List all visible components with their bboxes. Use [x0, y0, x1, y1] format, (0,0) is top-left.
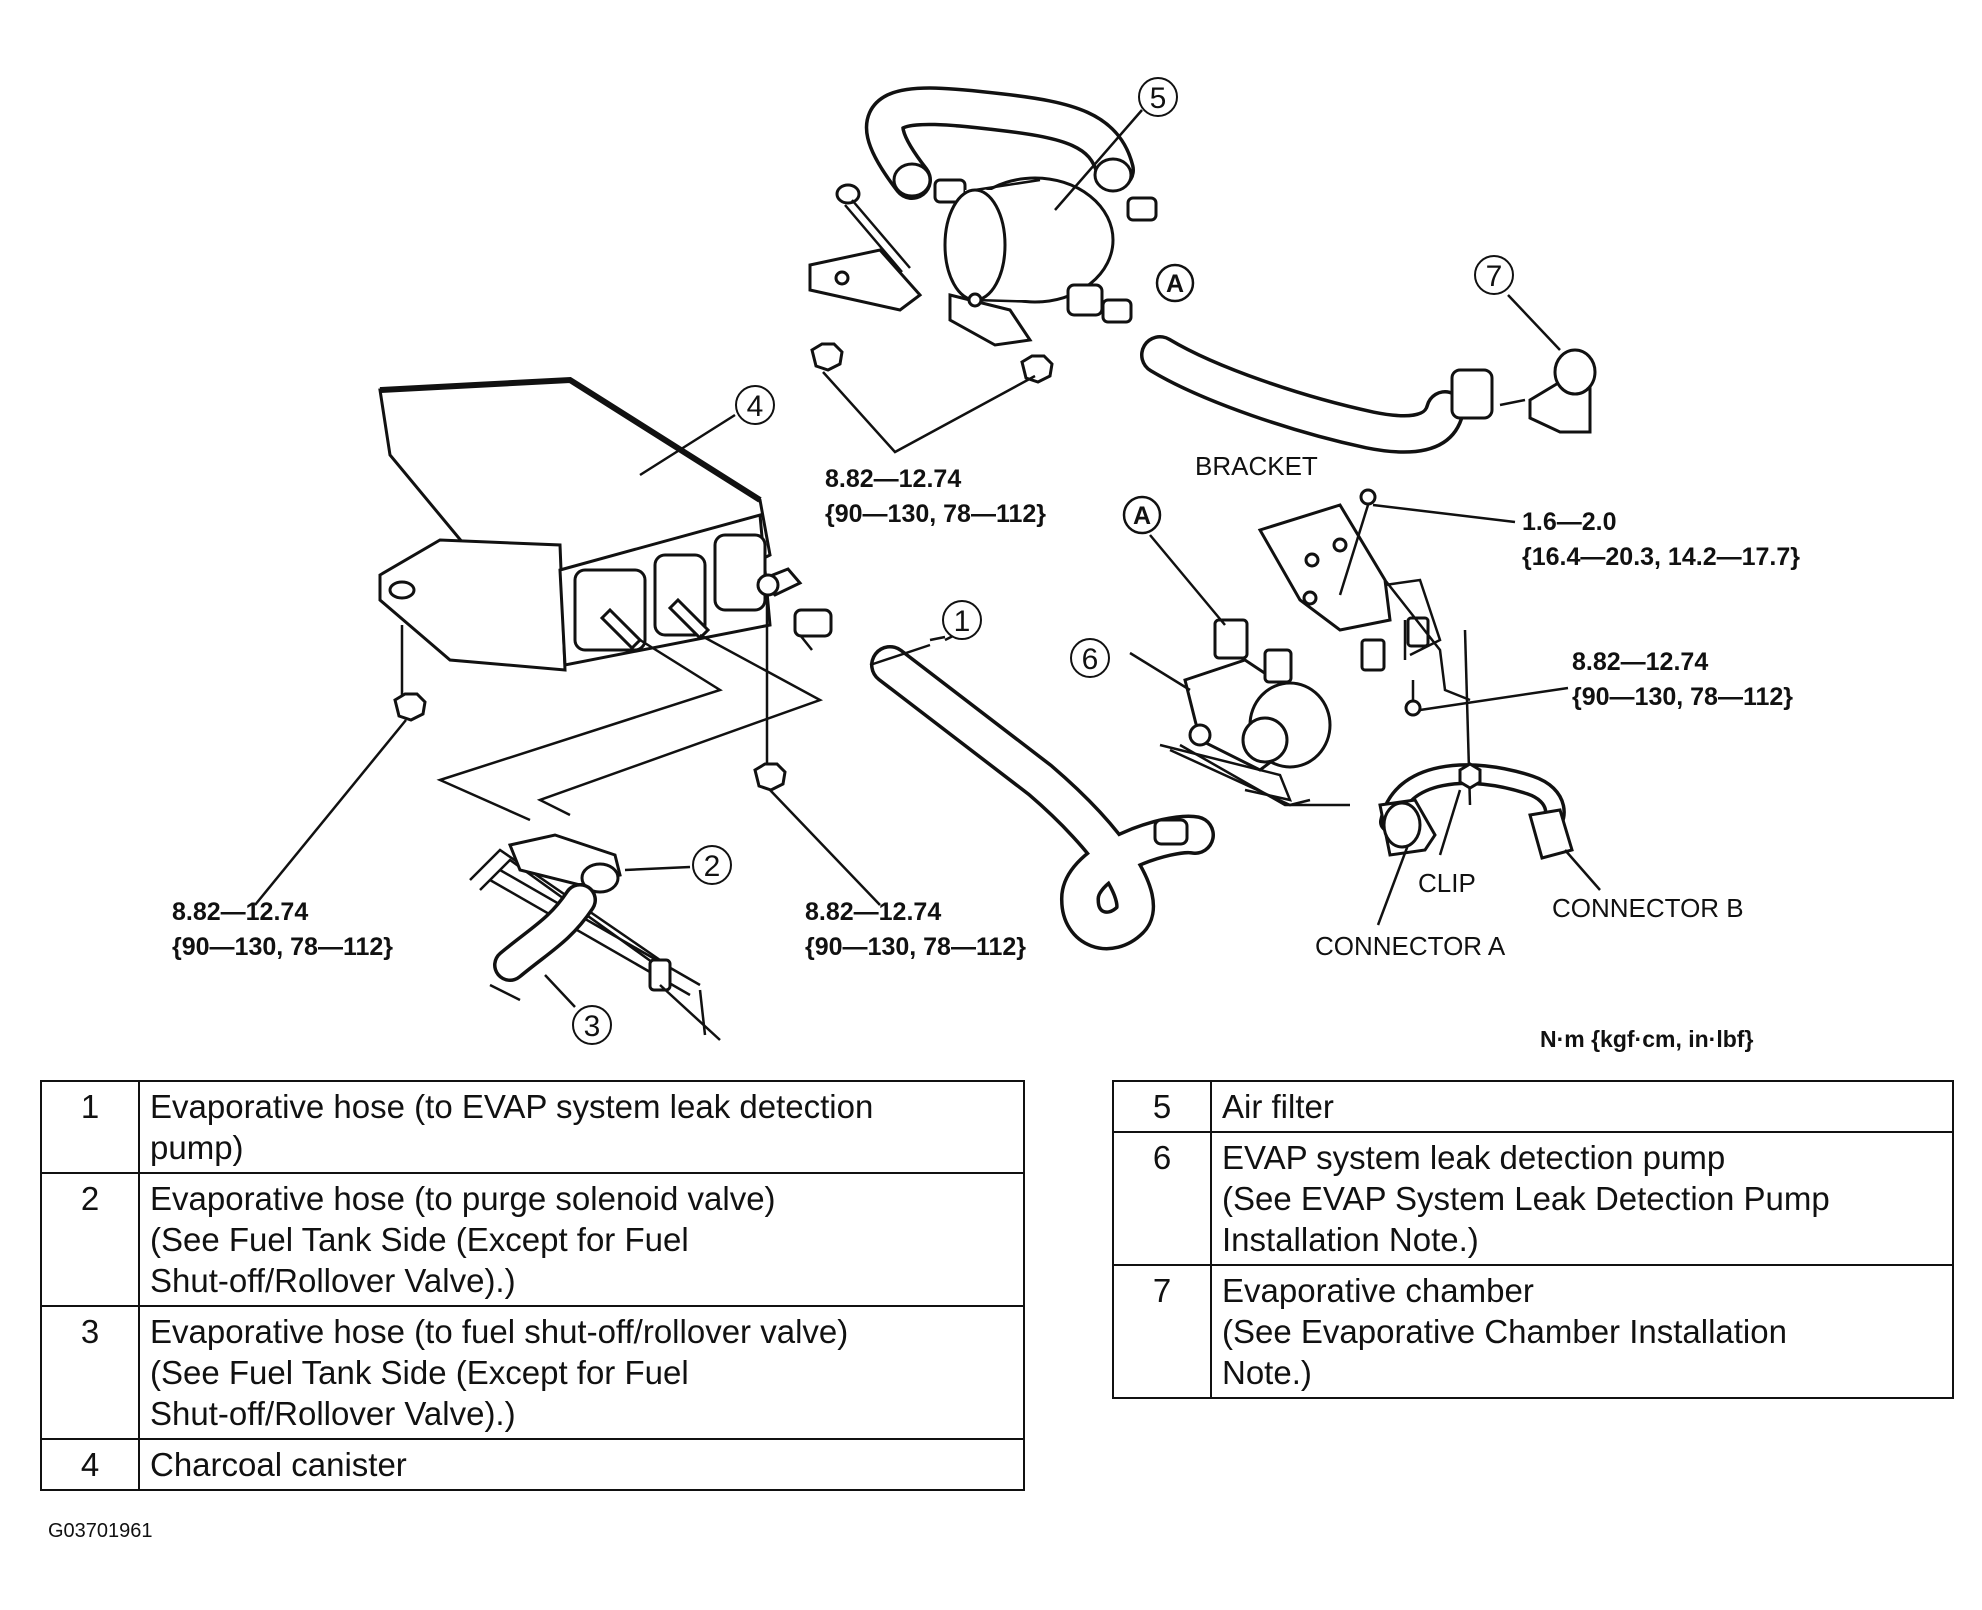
legend-description-line: pump) [150, 1129, 244, 1166]
legend-description: Air filter [1210, 1080, 1954, 1133]
legend-number: 2 [40, 1172, 140, 1307]
legend-description-line: Note.) [1222, 1354, 1312, 1391]
svg-text:7: 7 [1486, 260, 1503, 293]
legend-row: 1 Evaporative hose (to EVAP system leak d… [40, 1080, 1025, 1174]
torque-canister-left-value: 8.82—12.74 [172, 898, 308, 926]
leader-1b [869, 643, 931, 667]
chamber-hose-drawing [1140, 335, 1597, 454]
legend-row: 2 Evaporative hose (to purge solenoid val… [40, 1172, 1025, 1307]
svg-text:6: 6 [1082, 643, 1099, 676]
torque-canister-left-alt: {90—130, 78—112} [172, 933, 393, 961]
charcoal-canister-drawing [254, 376, 881, 906]
label-bracket: BRACKET [1195, 451, 1318, 481]
legend-description-line: EVAP system leak detection pump [1222, 1139, 1726, 1176]
leader-2 [624, 865, 691, 872]
torque-bracket-bolt-value: 1.6—2.0 [1522, 508, 1617, 536]
marker-a-top: A [1155, 263, 1195, 303]
marker-a-pump: A [1122, 495, 1162, 535]
legend-description-line: Installation Note.) [1222, 1221, 1479, 1258]
legend-number: 5 [1112, 1080, 1212, 1133]
legend-description: Evaporative hose (to fuel shut-off/rollo… [138, 1305, 1025, 1440]
legend-number: 1 [40, 1080, 140, 1174]
svg-text:1: 1 [954, 605, 971, 638]
evap-hose-1-drawing [793, 608, 1215, 951]
leader-1 [929, 635, 946, 642]
callout-4: 4 [735, 385, 775, 425]
legend-description-line: Evaporative hose (to EVAP system leak de… [150, 1088, 874, 1125]
torque-air-filter-alt: {90—130, 78—112} [825, 500, 1046, 528]
leak-detection-pump-drawing [1129, 488, 1601, 926]
legend-description-line: (See Evaporative Chamber Installation [1222, 1313, 1787, 1350]
svg-text:A: A [1133, 502, 1151, 530]
svg-text:A: A [1166, 270, 1184, 298]
legend-description-line: Shut-off/Rollover Valve).) [150, 1395, 516, 1432]
callout-6: 6 [1070, 638, 1110, 678]
label-connector-a: CONNECTOR A [1315, 931, 1506, 961]
leader-5 [1054, 109, 1143, 211]
legend-row: 3 Evaporative hose (to fuel shut-off/roll… [40, 1305, 1025, 1440]
legend-description-line: Evaporative hose (to purge solenoid valv… [150, 1180, 776, 1217]
legend-row: 7 Evaporative chamber (See Evaporative Cha… [1112, 1264, 1954, 1399]
legend-description-line: Charcoal canister [150, 1446, 407, 1483]
legend-description-line: Shut-off/Rollover Valve).) [150, 1262, 516, 1299]
leader-4 [639, 413, 736, 477]
torque-bracket-nut-value: 8.82—12.74 [1572, 648, 1708, 676]
legend-description-line: (See EVAP System Leak Detection Pump [1222, 1180, 1830, 1217]
legend-description: EVAP system leak detection pump (See EVAP… [1210, 1131, 1954, 1266]
purge-hoses-drawing [469, 833, 721, 1041]
legend-description: Evaporative hose (to purge solenoid valv… [138, 1172, 1025, 1307]
label-connector-b: CONNECTOR B [1552, 893, 1744, 923]
callout-5: 5 [1138, 77, 1178, 117]
legend-description: Charcoal canister [138, 1438, 1025, 1491]
legend-description-line: Evaporative chamber [1222, 1272, 1534, 1309]
callout-1: 1 [942, 600, 982, 640]
legend-row: 5 Air filter [1112, 1080, 1954, 1133]
svg-text:5: 5 [1150, 82, 1167, 115]
air-filter-drawing [808, 86, 1158, 454]
torque-air-filter-value: 8.82—12.74 [825, 465, 961, 493]
callout-3: 3 [572, 1005, 612, 1045]
callout-7: 7 [1474, 255, 1514, 295]
legend-table-left: 1 Evaporative hose (to EVAP system leak d… [40, 1080, 1025, 1491]
leader-7 [1507, 294, 1561, 351]
legend-number: 7 [1112, 1264, 1212, 1399]
label-clip: CLIP [1418, 868, 1476, 898]
svg-text:3: 3 [584, 1010, 601, 1043]
legend-number: 6 [1112, 1131, 1212, 1266]
legend-description-line: Air filter [1222, 1088, 1334, 1125]
torque-canister-right-value: 8.82—12.74 [805, 898, 941, 926]
svg-text:2: 2 [704, 850, 721, 883]
legend-description-line: (See Fuel Tank Side (Except for Fuel [150, 1221, 689, 1258]
torque-bracket-nut-alt: {90—130, 78—112} [1572, 683, 1793, 711]
legend-number: 4 [40, 1438, 140, 1491]
torque-canister-right-alt: {90—130, 78—112} [805, 933, 1026, 961]
legend-description: Evaporative chamber (See Evaporative Cham… [1210, 1264, 1954, 1399]
figure-id: G03701961 [48, 1520, 153, 1542]
legend-description-line: (See Fuel Tank Side (Except for Fuel [150, 1354, 689, 1391]
legend-number: 3 [40, 1305, 140, 1440]
legend-description: Evaporative hose (to EVAP system leak de… [138, 1080, 1025, 1174]
svg-text:4: 4 [747, 390, 764, 423]
callout-2: 2 [692, 845, 732, 885]
legend-row: 6 EVAP system leak detection pump (See EVA… [1112, 1131, 1954, 1266]
torque-units: N·m {kgf·cm, in·lbf} [1540, 1026, 1754, 1052]
legend-description-line: Evaporative hose (to fuel shut-off/rollo… [150, 1313, 849, 1350]
legend-row: 4 Charcoal canister [40, 1438, 1025, 1491]
leader-3 [544, 974, 576, 1008]
torque-bracket-bolt-alt: {16.4—20.3, 14.2—17.7} [1522, 543, 1800, 571]
